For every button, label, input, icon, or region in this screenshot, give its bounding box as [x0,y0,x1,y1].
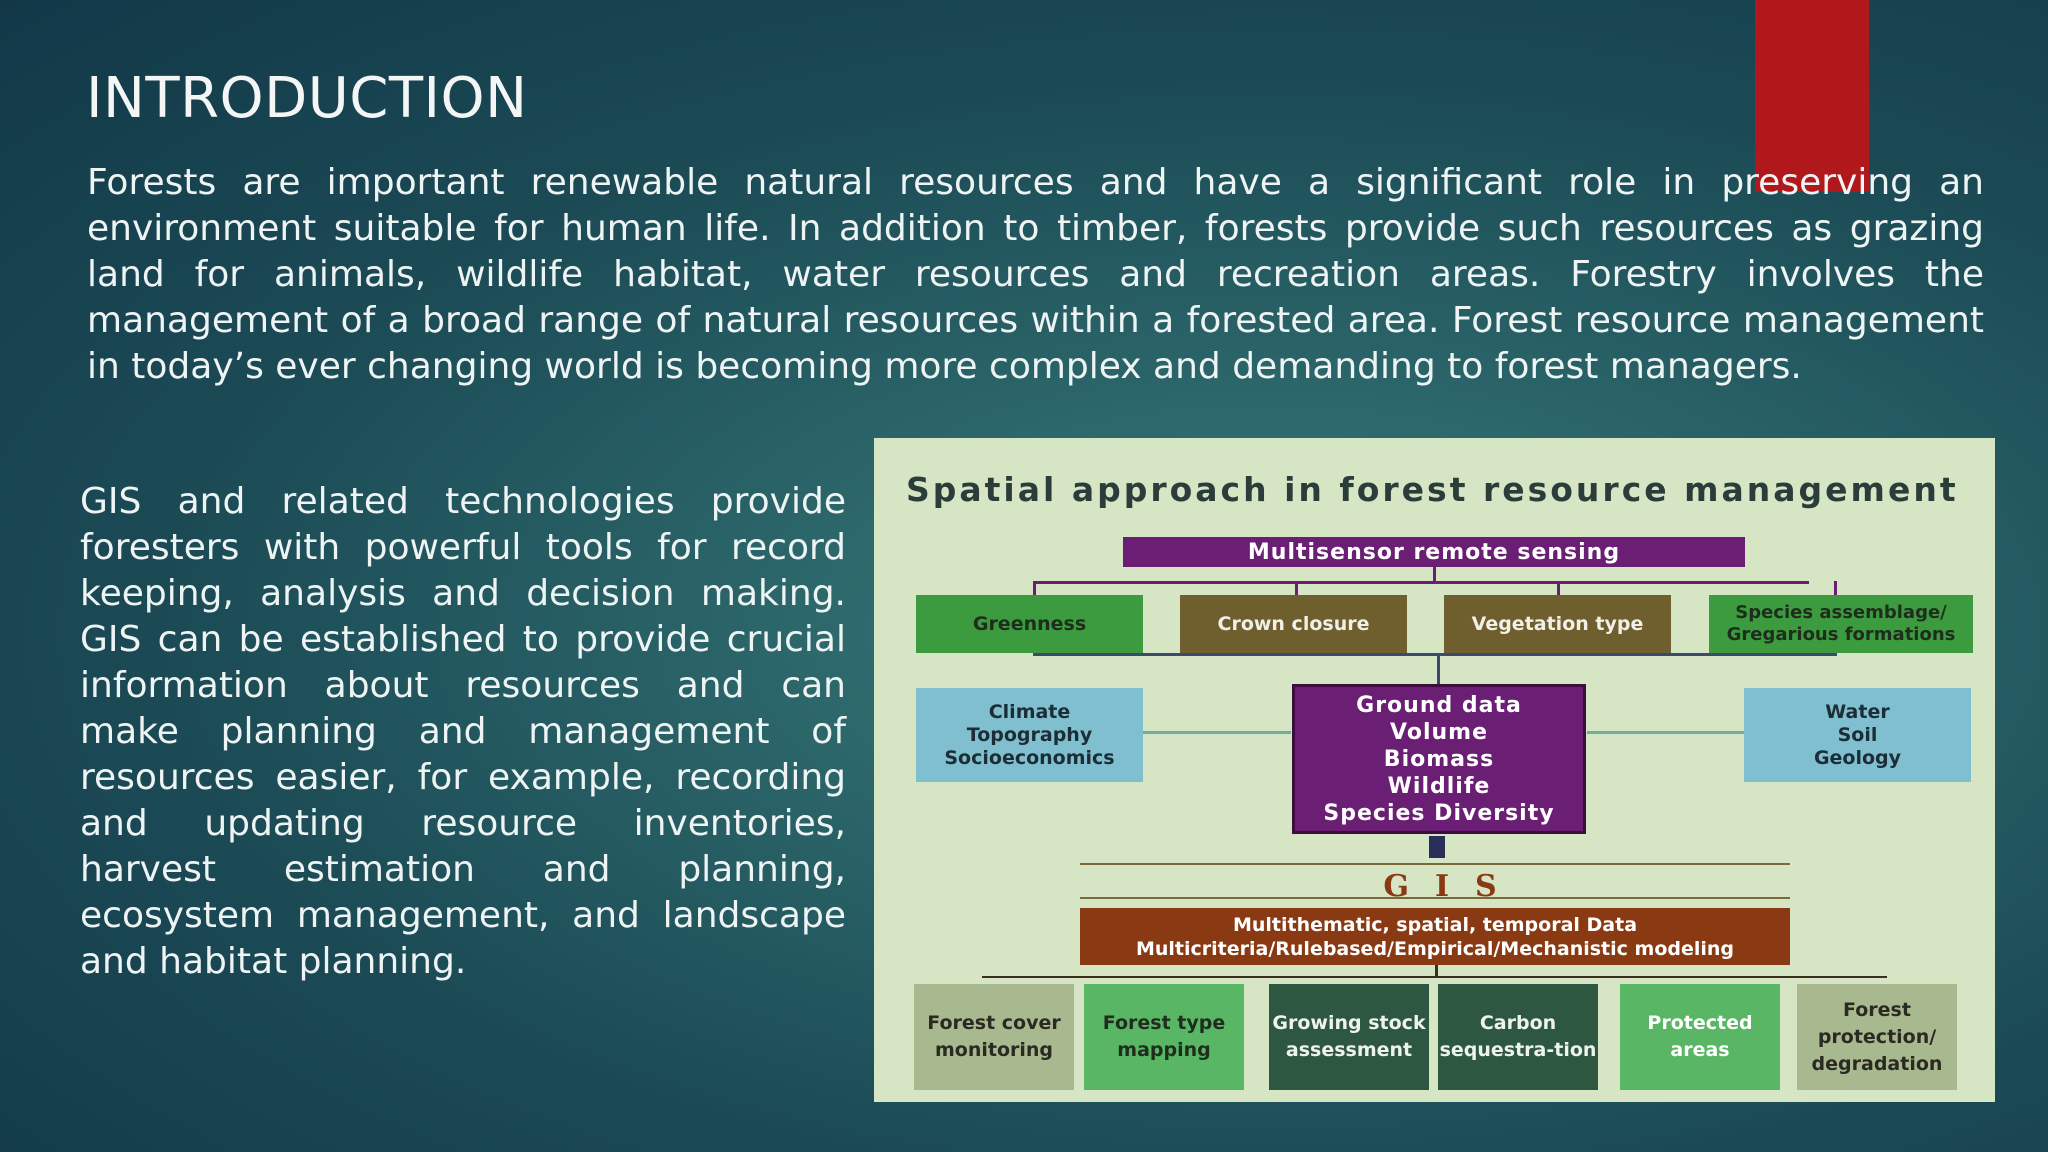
output-forest-protection: Forest protection/ degradation [1797,984,1957,1090]
gis-label: GIS [1383,868,1523,904]
indicator-greenness: Greenness [916,595,1143,653]
indicator-vegetation-type: Vegetation type [1444,595,1671,653]
output-growing-stock: Growing stock assessment [1269,984,1429,1090]
ground-data-item: Wildlife [1387,773,1491,799]
connector-line [1295,581,1298,597]
output-carbon: Carbon sequestra-tion [1438,984,1598,1090]
arrow-down [1429,836,1445,858]
left-input: Topography [966,723,1093,746]
indicator-species-assemblage: Species assemblage/ Gregarious formation… [1709,595,1973,653]
connector-line [1080,863,1790,865]
connector-line [982,976,1887,978]
ground-data-item: Biomass [1383,746,1495,772]
gis-paragraph: GIS and related technologies provide for… [80,481,846,982]
connector-line [1437,653,1440,687]
remote-sensing-box: Multisensor remote sensing [1123,537,1745,567]
intro-paragraph: Forests are important renewable natural … [87,162,1984,387]
output-forest-type: Forest type mapping [1084,984,1244,1090]
connector-line [1080,897,1790,899]
connector-line [1433,567,1436,583]
indicator-crown-closure: Crown closure [1180,595,1407,653]
connector-line [1435,965,1438,977]
ground-data-item: Ground data [1356,692,1522,718]
connector-line [1033,581,1809,584]
connector-line [1143,731,1291,734]
connector-line [1557,581,1560,597]
modeling-line: Multithematic, spatial, temporal Data [1232,913,1638,936]
slide-title: INTRODUCTION [86,66,528,131]
left-input: Climate [988,700,1071,723]
spatial-approach-diagram: Spatial approach in forest resource mana… [874,438,1995,1102]
modeling-line: Multicriteria/Rulebased/Empirical/Mechan… [1135,937,1735,960]
right-input: Soil [1837,723,1878,746]
diagram-title: Spatial approach in forest resource mana… [906,470,1959,509]
ground-data-item: Volume [1390,719,1488,745]
right-inputs-box: Water Soil Geology [1744,688,1971,782]
output-protected-areas: Protected areas [1620,984,1780,1090]
connector-line [1587,731,1744,734]
right-input: Water [1825,700,1890,723]
output-forest-cover: Forest cover monitoring [914,984,1074,1090]
ground-data-box: Ground data Volume Biomass Wildlife Spec… [1292,684,1586,834]
left-inputs-box: Climate Topography Socioeconomics [916,688,1143,782]
connector-line [1033,581,1036,597]
connector-line [1033,653,1837,656]
left-input: Socioeconomics [944,746,1115,769]
ground-data-item: Species Diversity [1323,800,1555,826]
right-input: Geology [1813,746,1902,769]
modeling-box: Multithematic, spatial, temporal Data Mu… [1080,908,1790,965]
connector-line [1834,581,1837,597]
accent-bar [1755,0,1869,192]
